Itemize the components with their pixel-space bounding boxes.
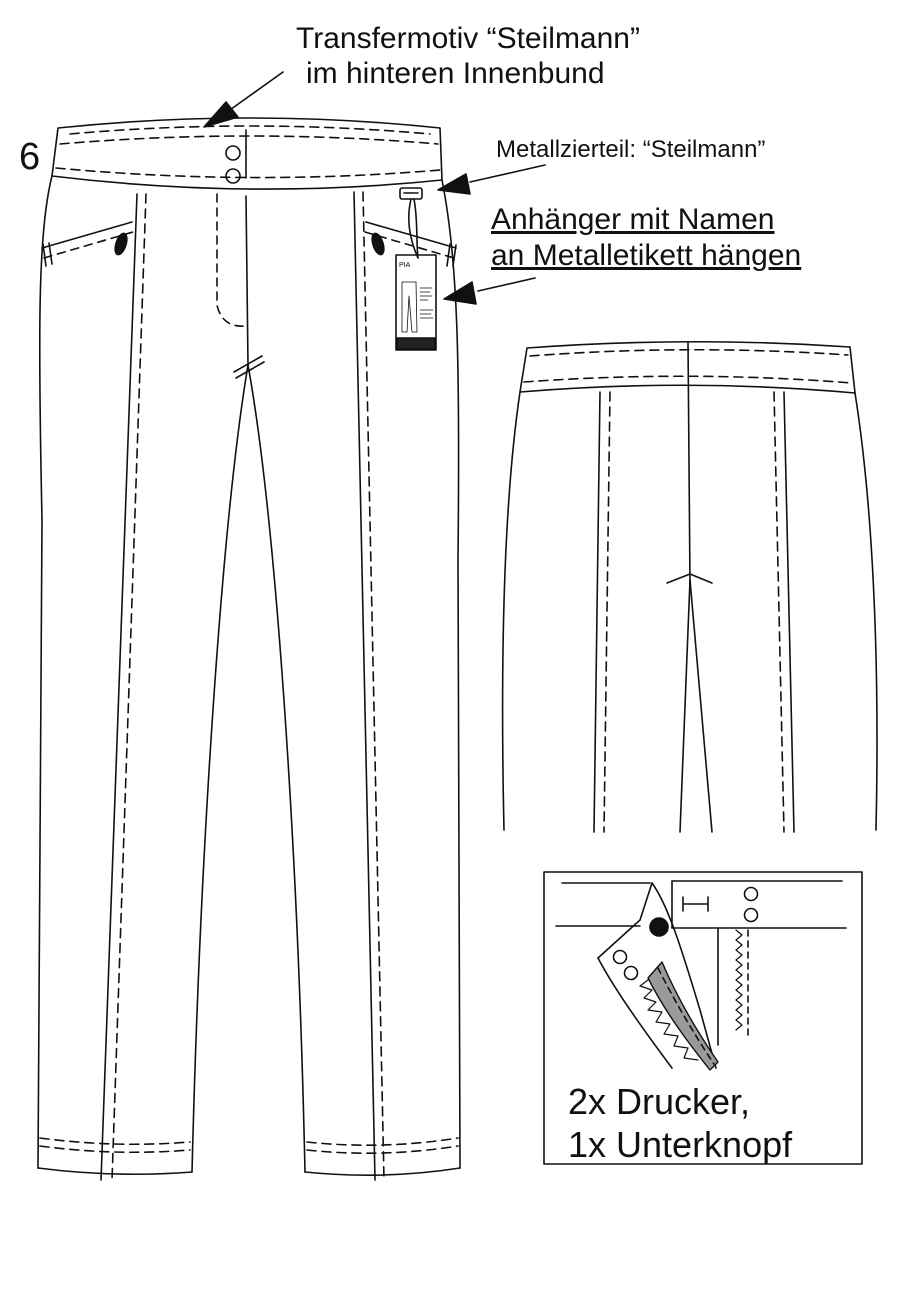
front-right-crease-stitch xyxy=(362,191,385,1181)
fly-bartack-1 xyxy=(233,355,263,373)
front-right-inseam xyxy=(247,364,306,1173)
hang-tag-label-line-2: an Metalletikett hängen xyxy=(491,239,802,272)
left-pocket-stitch xyxy=(43,231,134,259)
front-left-crease-stitch xyxy=(111,193,147,1181)
back-trousers-drawing xyxy=(501,340,878,833)
fly-stitching xyxy=(216,193,247,327)
front-right-side-seam xyxy=(441,179,461,1169)
back-center-seam xyxy=(687,341,691,586)
front-waistband xyxy=(51,117,443,190)
right-pocket-rivet xyxy=(371,232,385,256)
arrow-metal-head xyxy=(437,173,471,195)
hang-tag-footer xyxy=(396,337,436,350)
front-left-side-seam xyxy=(37,175,53,1169)
detail-zipper-teeth-left xyxy=(639,979,699,1061)
detail-understitch-button xyxy=(649,917,669,937)
hang-tag-name: PIA xyxy=(399,262,411,269)
fastener-label-line-1: 2x Drucker, xyxy=(568,1081,751,1122)
front-right-crease xyxy=(353,191,376,1181)
center-front-seam xyxy=(245,195,249,366)
detail-flap-snap-top xyxy=(612,949,628,965)
arrow-tag-head xyxy=(443,281,477,305)
right-pocket-bartack-2 xyxy=(452,244,457,267)
detail-frame xyxy=(543,871,863,1165)
detail-flap-lower-edge xyxy=(597,957,673,1069)
detail-zipper-teeth-right xyxy=(735,929,743,1031)
detail-buttonhole-icon xyxy=(682,896,709,912)
fastener-label-line-2: 1x Unterknopf xyxy=(568,1124,793,1166)
front-right-hem xyxy=(304,1167,461,1176)
metal-part-label: Metallzierteil: “Steilmann” xyxy=(496,136,766,163)
back-waistband-bottom-stitch xyxy=(523,375,853,384)
arrow-transfer-head xyxy=(203,101,239,128)
detail-snap-bottom xyxy=(743,907,759,923)
transfer-motif-label-line-1: Transfermotiv “Steilmann” xyxy=(296,22,640,55)
back-waistband-top-stitch xyxy=(529,348,849,357)
page-number: 6 xyxy=(19,136,41,178)
arrow-transfer-line xyxy=(226,71,284,113)
front-left-hem-stitch-1 xyxy=(39,1145,191,1154)
front-right-hem-stitch-1 xyxy=(306,1145,459,1154)
arrow-metal-line xyxy=(469,164,546,183)
left-pocket-opening xyxy=(41,221,133,249)
waistband-button-top xyxy=(225,145,241,161)
detail-snap-top xyxy=(743,886,759,902)
front-waistband-top-stitch xyxy=(69,125,431,135)
detail-zipper-tape xyxy=(647,961,719,1071)
hang-tag-label-line-1: Anhänger mit Namen xyxy=(491,203,775,236)
back-right-side-seam xyxy=(854,392,878,831)
right-pocket-bartack-1 xyxy=(446,243,451,267)
fastener-detail-inset xyxy=(543,871,863,1165)
back-left-crease-stitch xyxy=(603,391,611,833)
detail-flap-outline xyxy=(651,882,717,1069)
back-right-inseam xyxy=(689,579,713,833)
back-right-crease-stitch xyxy=(773,391,785,833)
front-left-hem-stitch-2 xyxy=(39,1137,191,1146)
back-left-inseam xyxy=(679,579,691,833)
fly-bartack-2 xyxy=(235,361,265,379)
fastener-label: 2x Drucker, 1x Unterknopf xyxy=(568,1080,792,1166)
front-waistband-inner-stitch xyxy=(59,135,439,145)
hang-tag-trouser-sketch xyxy=(401,281,418,333)
front-left-crease xyxy=(100,193,138,1181)
arrow-tag-line xyxy=(477,277,536,292)
hang-tag xyxy=(395,254,437,351)
hang-tag-string xyxy=(408,198,419,259)
detail-zipper-stitch-left xyxy=(657,967,715,1065)
back-left-side-seam xyxy=(501,391,521,831)
left-pocket-rivet xyxy=(114,232,128,256)
waistband-button-bottom xyxy=(225,168,241,184)
front-left-hem xyxy=(37,1167,193,1176)
back-crotch-point xyxy=(666,573,713,584)
hang-tag-label: Anhänger mit Namen an Metalletikett häng… xyxy=(491,202,801,274)
back-left-crease xyxy=(593,391,601,833)
front-trousers-drawing xyxy=(37,117,461,1181)
transfer-motif-label-line-2: im hinteren Innenbund xyxy=(306,56,605,90)
transfer-motif-label: Transfermotiv “Steilmann” im hinteren In… xyxy=(296,22,640,91)
back-right-crease xyxy=(783,391,795,833)
front-left-inseam xyxy=(191,364,249,1173)
left-pocket-bartack-1 xyxy=(42,243,47,267)
detail-flap-inner-edge xyxy=(597,882,653,959)
left-pocket-bartack-2 xyxy=(48,242,53,265)
front-waistband-bottom-stitch xyxy=(55,167,441,179)
detail-flap-snap-bottom xyxy=(623,965,639,981)
hang-tag-text-lines xyxy=(419,287,434,319)
